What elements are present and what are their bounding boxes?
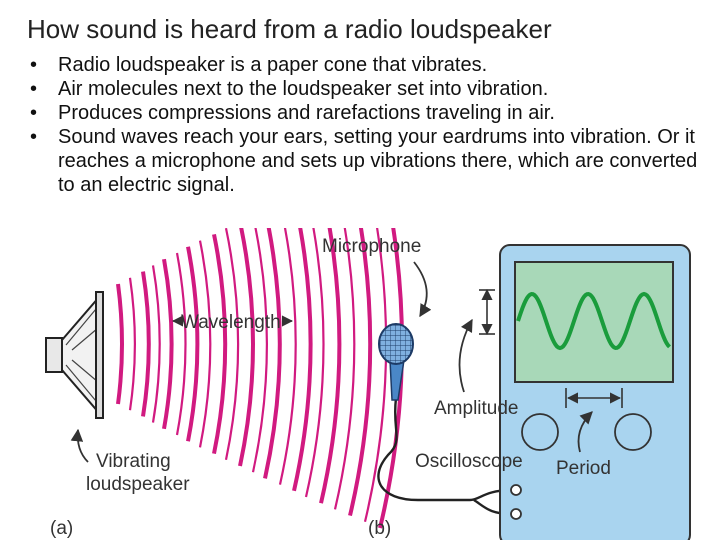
wave-front [224,228,240,461]
oscilloscope-knob-right [614,413,652,451]
oscilloscope-label: Oscilloscope [415,451,523,472]
wave-front [116,283,124,405]
microphone-icon [378,323,414,401]
wave-front [292,228,313,492]
bullet-text: Radio loudspeaker is a paper cone that v… [58,54,488,76]
wave-front [278,228,297,485]
oscilloscope-trace [516,291,671,351]
wave-front [198,240,212,448]
sound-diagram: Wavelength Vibrating loudspeaker Microph… [45,228,691,540]
wave-front [333,228,356,510]
wave-front [151,265,161,423]
microphone-pointer [413,261,432,318]
bullet-marker: • [30,78,38,100]
period-indicator [565,388,623,453]
bullet-item: • Radio loudspeaker is a paper cone that … [30,53,710,77]
wave-front [319,228,342,504]
period-label: Period [556,458,611,479]
loudspeaker-label: loudspeaker [86,474,190,495]
amplitude-indicator [458,288,495,393]
bullet-item: • Air molecules next to the loudspeaker s… [30,77,710,101]
wave-front [212,233,228,455]
panel-b-label: (b) [368,518,391,539]
amplitude-label: Amplitude [434,398,519,419]
wave-front [186,246,200,442]
vibrating-label: Vibrating [96,451,171,472]
wave-front [162,258,174,430]
wave-front [238,228,255,467]
bullet-text: Sound waves reach your ears, setting you… [58,126,698,196]
loudspeaker-pointer [70,428,89,463]
bullet-text: Produces compressions and rarefactions t… [58,102,555,124]
bullet-item: • Sound waves reach your ears, setting yo… [30,125,710,197]
bullet-marker: • [30,54,38,76]
loudspeaker-icon [45,291,104,419]
oscilloscope-icon [499,244,691,540]
wave-front [141,271,151,417]
sound-wave-fronts [116,228,404,529]
slide-title: How sound is heard from a radio loudspea… [27,14,552,44]
wave-front [304,228,325,498]
wave-front [175,252,187,436]
input-terminal [510,508,522,520]
wave-front [263,228,282,479]
bullet-marker: • [30,102,38,124]
microphone-label: Microphone [322,236,421,257]
wavelength-label: Wavelength [181,312,281,333]
wave-front [348,228,373,517]
input-terminal [510,484,522,496]
bullet-item: • Produces compressions and rarefactions … [30,101,710,125]
bullet-list: • Radio loudspeaker is a paper cone that … [30,53,710,197]
wave-front [128,277,136,411]
wave-front [251,228,268,473]
bullet-marker: • [30,126,38,148]
bullet-text: Air molecules next to the loudspeaker se… [58,78,549,100]
panel-a-label: (a) [50,518,73,539]
oscilloscope-knob-left [521,413,559,451]
